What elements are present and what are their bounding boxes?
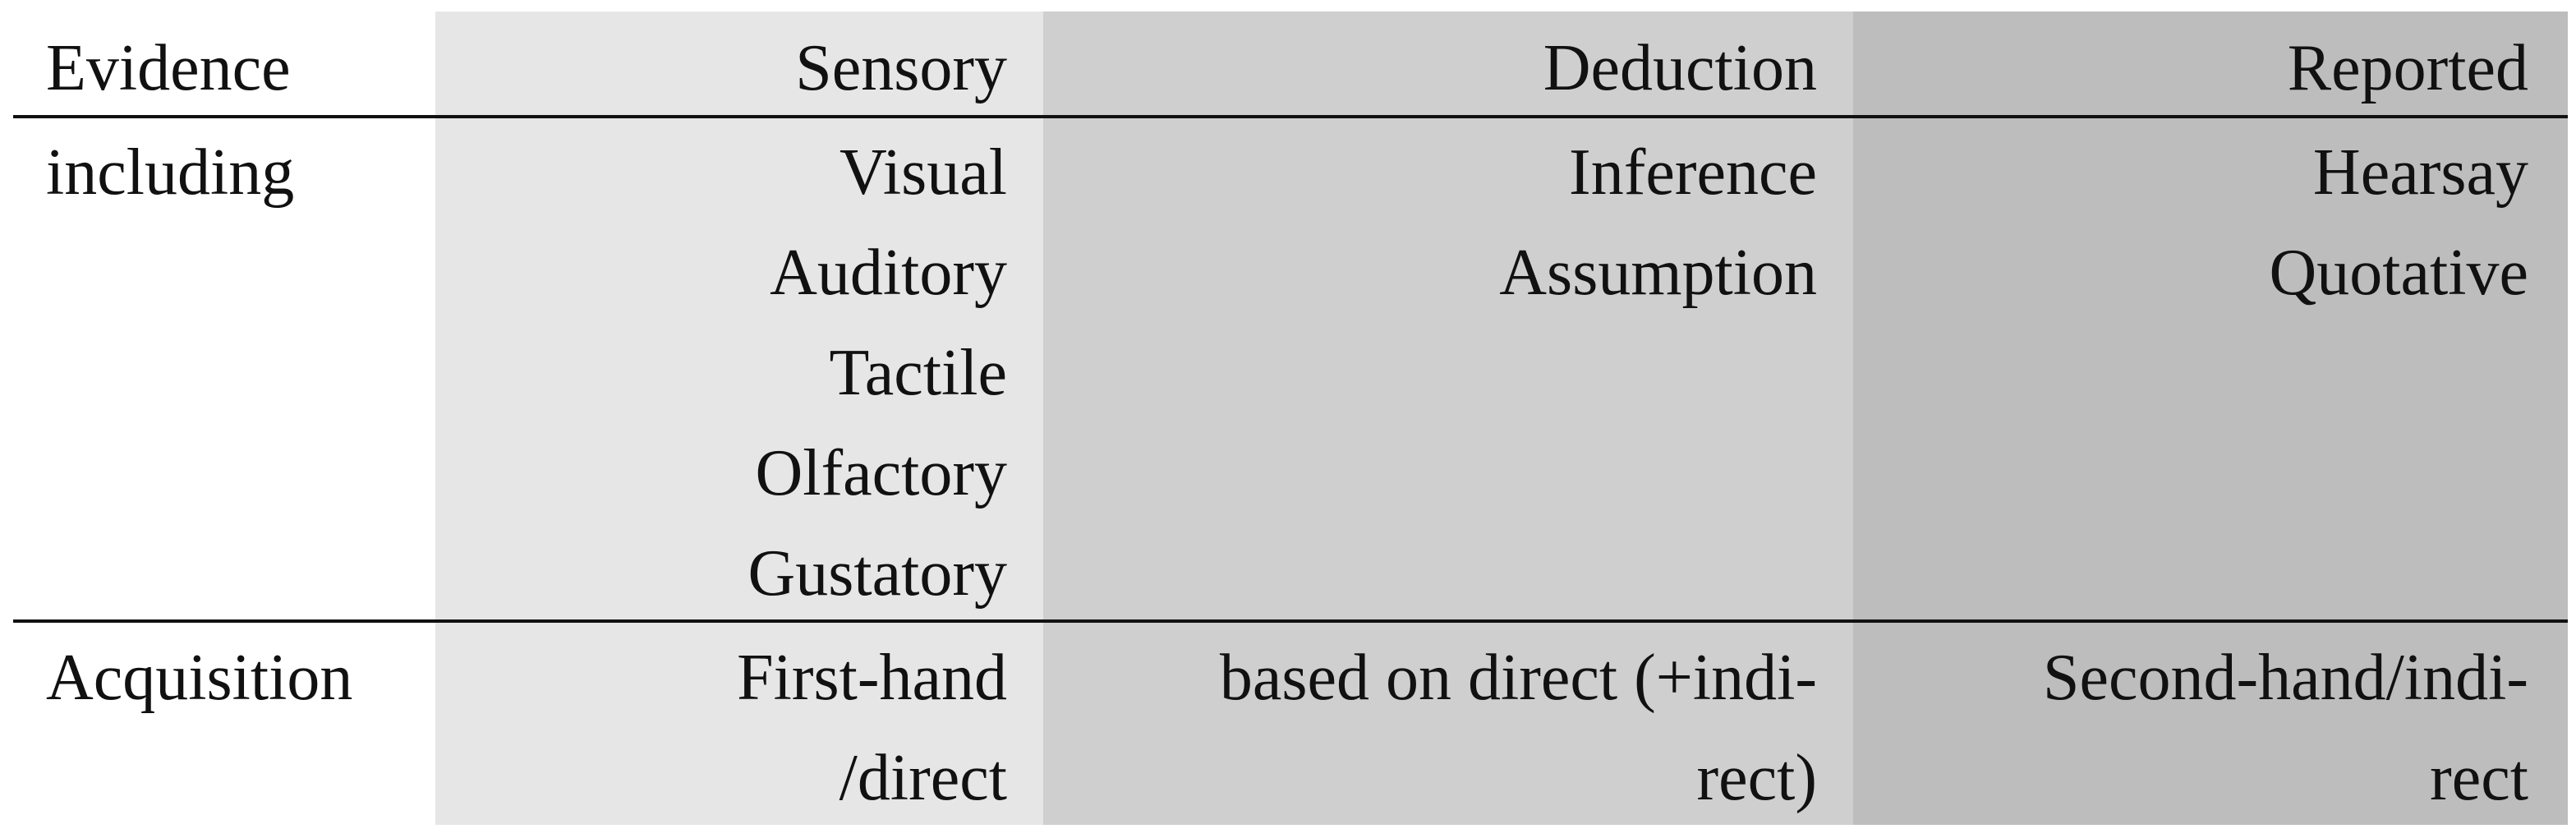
acquisition-deduction-line: rect)	[1696, 742, 1817, 814]
deduction-column-background	[1043, 12, 1853, 825]
reported-item: Quotative	[2269, 237, 2528, 309]
header-rule	[13, 115, 2568, 118]
acquisition-reported-line: Second-hand/indi-	[2043, 642, 2528, 714]
header-reported: Reported	[2287, 32, 2528, 104]
including-label: including	[46, 136, 295, 209]
acquisition-sensory: First-hand /direct	[737, 628, 1007, 828]
acquisition-rule	[13, 619, 2568, 623]
sensory-item: Olfactory	[755, 437, 1007, 509]
evidence-table: Evidence Sensory Deduction Reported incl…	[13, 12, 2568, 825]
sensory-item: Auditory	[770, 237, 1007, 309]
reported-column-background	[1853, 12, 2568, 825]
including-reported-list: Hearsay Quotative	[2270, 122, 2528, 323]
deduction-item: Assumption	[1499, 237, 1817, 309]
including-deduction-list: Inference Assumption	[1499, 122, 1817, 323]
sensory-item: Visual	[839, 136, 1007, 209]
deduction-item: Inference	[1569, 136, 1817, 209]
acquisition-label: Acquisition	[46, 642, 353, 714]
acquisition-deduction-line: based on direct (+indi-	[1219, 642, 1817, 714]
acquisition-reported-line: rect	[2430, 742, 2528, 814]
header-sensory: Sensory	[795, 32, 1007, 104]
sensory-column-background	[435, 12, 1043, 825]
acquisition-deduction: based on direct (+indi- rect)	[1220, 628, 1817, 828]
reported-item: Hearsay	[2312, 136, 2528, 209]
acquisition-reported: Second-hand/indi- rect	[2043, 628, 2528, 828]
acquisition-sensory-line: /direct	[839, 742, 1007, 814]
header-deduction: Deduction	[1543, 32, 1817, 104]
acquisition-sensory-line: First-hand	[737, 642, 1007, 714]
sensory-item: Tactile	[829, 337, 1007, 409]
sensory-item: Gustatory	[748, 537, 1007, 610]
header-label: Evidence	[46, 32, 291, 104]
including-sensory-list: Visual Auditory Tactile Olfactory Gustat…	[748, 122, 1007, 624]
